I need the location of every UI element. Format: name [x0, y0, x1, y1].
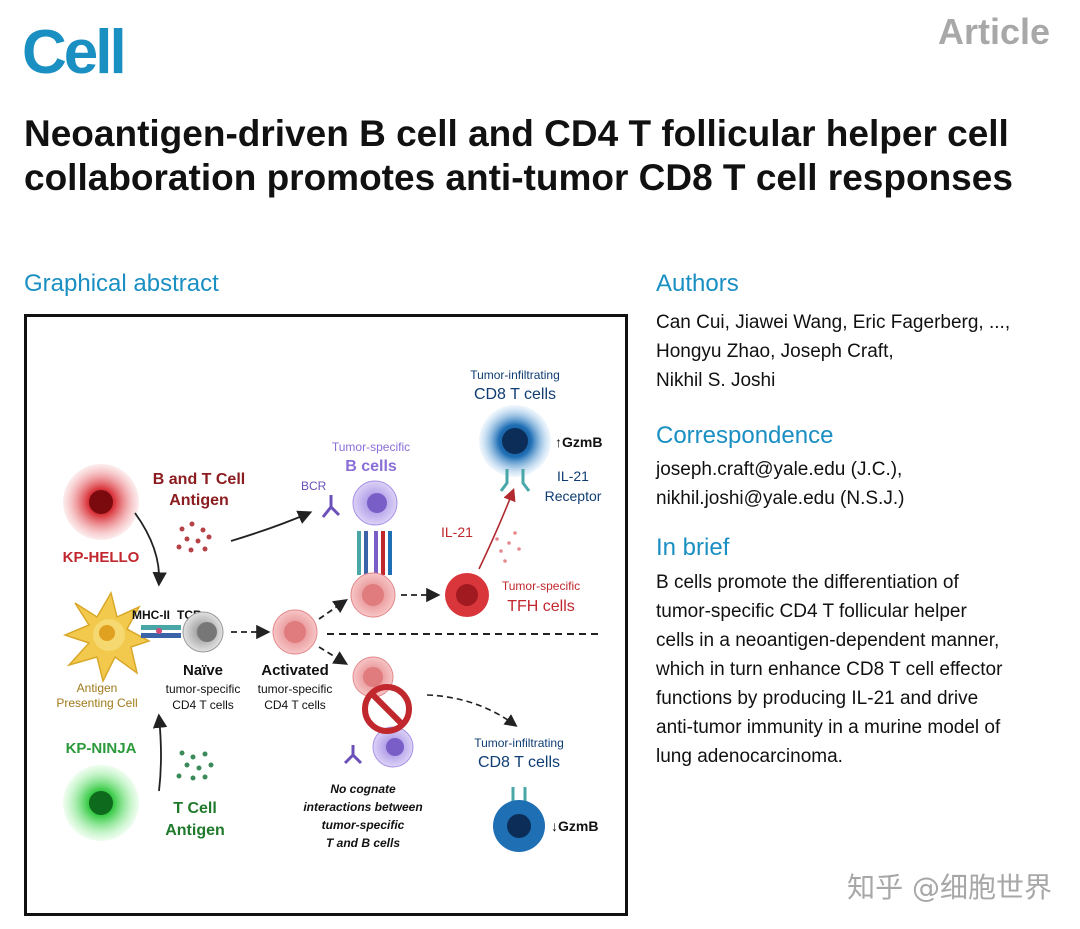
cd8-bottom-label-1: Tumor-infiltrating — [474, 736, 564, 750]
nocog-label-1: No cognate — [330, 782, 396, 796]
in-brief-line-1: B cells promote the differentiation of — [656, 572, 959, 593]
correspondence-heading: Correspondence — [656, 422, 834, 449]
authors-line-1[interactable]: Can Cui, Jiawei Wang, Eric Fagerberg, ..… — [656, 312, 1011, 333]
authors-line-2[interactable]: Hongyu Zhao, Joseph Craft, — [656, 341, 894, 362]
correspondence-list: joseph.craft@yale.edu (J.C.), nikhil.jos… — [656, 455, 1066, 513]
zhihu-watermark: 知乎 @细胞世界 — [847, 871, 1052, 904]
in-brief-line-7: lung adenocarcinoma. — [656, 746, 843, 767]
tfh-label-1: Tumor-specific — [502, 579, 580, 593]
graphical-abstract-figure: KP-HELLO B and T Cell Antigen MHC-II TCR… — [24, 314, 628, 916]
activated-label-3: CD4 T cells — [264, 698, 326, 712]
antigen-presenting-cell — [62, 591, 151, 684]
article-title: Neoantigen-driven B cell and CD4 T folli… — [24, 113, 1013, 198]
nocog-label-2: interactions between — [303, 800, 422, 814]
in-brief-line-5: functions by producing IL-21 and drive — [656, 688, 979, 709]
bt-antigen-label-2: Antigen — [169, 492, 229, 509]
cd8-top-label-1: Tumor-infiltrating — [470, 368, 560, 382]
receptor-label-2: Receptor — [545, 488, 602, 504]
article-type-label: Article — [937, 11, 1050, 52]
mhc-label: MHC-II — [132, 608, 170, 622]
kp-ninja-label: KP-NINJA — [66, 740, 137, 757]
no-interaction-icon — [362, 684, 412, 734]
receptor-label-1: IL-21 — [557, 468, 589, 484]
activated-label-1: Activated — [261, 662, 329, 679]
il21-label: IL-21 — [441, 524, 473, 540]
t-antigen-label-1: T Cell — [173, 800, 217, 817]
bcells-label-1: Tumor-specific — [332, 440, 410, 454]
in-brief-text: B cells promote the differentiation of t… — [656, 568, 1066, 771]
b-t-interaction-receptors — [357, 531, 392, 575]
cd8-bottom-label-2: CD8 T cells — [478, 754, 560, 771]
tfh-label-2: TFH cells — [507, 598, 575, 615]
naive-label-1: Naïve — [183, 662, 223, 679]
in-brief-heading: In brief — [656, 534, 730, 561]
bcr-label: BCR — [301, 479, 327, 493]
authors-list: Can Cui, Jiawei Wang, Eric Fagerberg, ..… — [656, 308, 1066, 395]
in-brief-line-2: tumor-specific CD4 T follicular helper — [656, 601, 967, 622]
naive-label-3: CD4 T cells — [172, 698, 234, 712]
authors-heading: Authors — [656, 270, 739, 297]
kp-hello-label: KP-HELLO — [63, 549, 140, 566]
gzmb-up-label: ↑GzmB — [555, 434, 602, 450]
activated-label-2: tumor-specific — [258, 682, 333, 696]
gzmb-down-label: ↓GzmB — [551, 818, 598, 834]
correspondence-email-2[interactable]: nikhil.joshi@yale.edu (N.S.J.) — [656, 488, 905, 509]
naive-label-2: tumor-specific — [166, 682, 241, 696]
cd8-top-label-2: CD8 T cells — [474, 386, 556, 403]
apc-label-2: Presenting Cell — [56, 696, 137, 710]
graphical-abstract-heading: Graphical abstract — [24, 270, 219, 297]
nocog-label-4: T and B cells — [326, 836, 400, 850]
in-brief-line-6: anti-tumor immunity in a murine model of — [656, 717, 1001, 738]
in-brief-line-3: cells in a neoantigen-dependent manner, — [656, 630, 1000, 651]
correspondence-email-1[interactable]: joseph.craft@yale.edu (J.C.), — [656, 459, 903, 480]
t-antigen-dots — [176, 750, 214, 781]
t-antigen-label-2: Antigen — [165, 822, 225, 839]
in-brief-line-4: which in turn enhance CD8 T cell effecto… — [656, 659, 1003, 680]
nocog-label-3: tumor-specific — [322, 818, 405, 832]
cell-journal-logo: Cell — [22, 18, 127, 87]
authors-line-3[interactable]: Nikhil S. Joshi — [656, 370, 776, 391]
bt-antigen-label-1: B and T Cell — [153, 471, 245, 488]
bt-antigen-dots — [176, 521, 212, 553]
bcells-label-2: B cells — [345, 458, 397, 475]
apc-label-1: Antigen — [77, 681, 118, 695]
